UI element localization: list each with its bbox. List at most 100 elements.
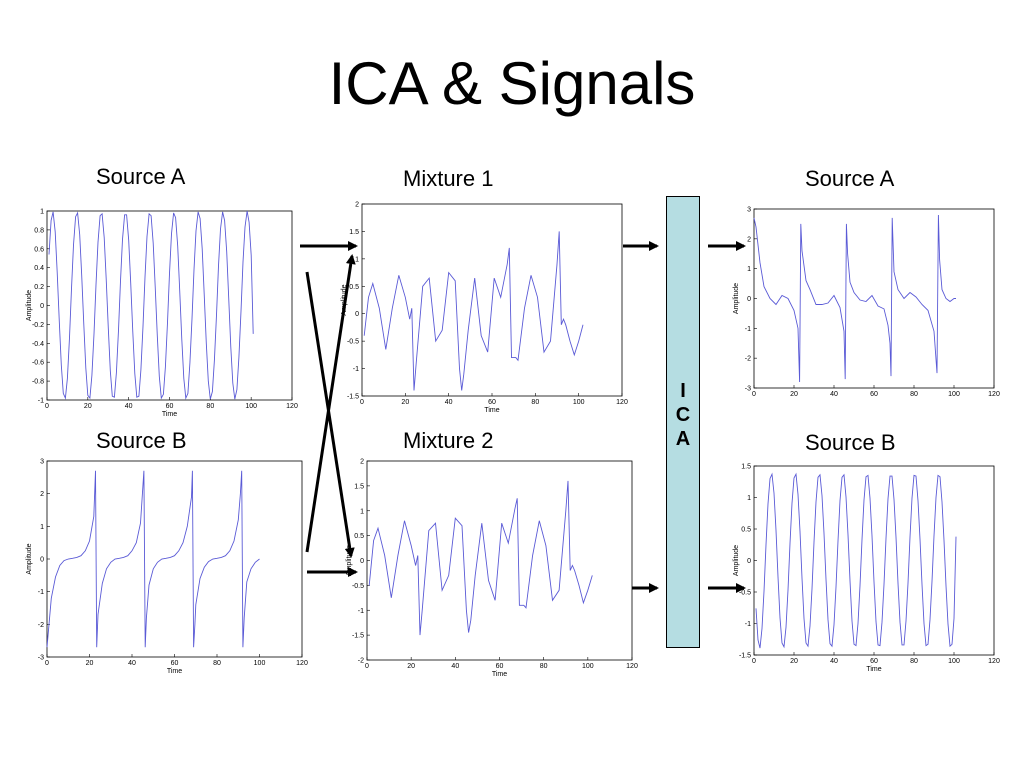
y-tick-label: 1 bbox=[747, 266, 751, 273]
y-tick-label: -1 bbox=[745, 621, 751, 628]
x-tick-label: 40 bbox=[125, 403, 133, 410]
y-axis-label: Amplitude bbox=[733, 283, 740, 314]
y-tick-label: -1 bbox=[358, 608, 364, 615]
y-tick-label: 1 bbox=[355, 256, 359, 263]
y-tick-label: -0.5 bbox=[352, 583, 364, 590]
slide-title: ICA & Signals bbox=[328, 50, 696, 117]
x-tick-label: 20 bbox=[790, 658, 798, 665]
y-tick-label: 3 bbox=[40, 459, 44, 466]
ica-box: I C A bbox=[666, 196, 700, 648]
y-tick-label: -3 bbox=[745, 386, 751, 393]
signal-line bbox=[368, 480, 593, 636]
y-tick-label: -2 bbox=[745, 356, 751, 363]
x-tick-label: 60 bbox=[166, 403, 174, 410]
y-tick-label: 0.5 bbox=[349, 284, 359, 291]
x-tick-label: 120 bbox=[286, 403, 298, 410]
x-tick-label: 40 bbox=[830, 391, 838, 398]
x-axis-label: Time bbox=[492, 671, 507, 678]
plot-frame bbox=[46, 210, 293, 401]
y-axis-label: Amplitude bbox=[341, 284, 348, 315]
x-tick-label: 60 bbox=[870, 658, 878, 665]
panel-title-source-b-output: Source B bbox=[805, 430, 896, 455]
x-tick-label: 60 bbox=[171, 660, 179, 667]
y-tick-label: -0.5 bbox=[739, 590, 751, 597]
y-tick-label: 0 bbox=[40, 303, 44, 310]
plot-frame bbox=[366, 460, 633, 661]
y-tick-label: 1.5 bbox=[349, 229, 359, 236]
signal-line bbox=[363, 231, 584, 391]
x-axis-label: Time bbox=[167, 668, 182, 675]
y-tick-label: -1 bbox=[38, 589, 44, 596]
y-tick-label: -1.5 bbox=[352, 633, 364, 640]
y-tick-label: 0 bbox=[40, 557, 44, 564]
y-tick-label: -2 bbox=[38, 622, 44, 629]
panel-title-source-a-output: Source A bbox=[805, 166, 895, 191]
x-axis-label: Time bbox=[484, 407, 499, 414]
y-tick-label: 1 bbox=[40, 209, 44, 216]
x-tick-label: 100 bbox=[948, 658, 960, 665]
y-axis-label: Amplitude bbox=[346, 545, 353, 576]
ica-letter-a: A bbox=[675, 428, 691, 450]
x-tick-label: 100 bbox=[254, 660, 266, 667]
x-tick-label: 20 bbox=[86, 660, 94, 667]
y-tick-label: 1.5 bbox=[741, 464, 751, 471]
x-tick-label: 100 bbox=[948, 391, 960, 398]
x-tick-label: 40 bbox=[451, 663, 459, 670]
y-tick-label: -1 bbox=[745, 326, 751, 333]
signal-line bbox=[755, 472, 957, 649]
y-tick-label: 0.6 bbox=[34, 246, 44, 253]
y-tick-label: 1.5 bbox=[354, 483, 364, 490]
x-tick-label: 20 bbox=[84, 403, 92, 410]
x-tick-label: 100 bbox=[582, 663, 594, 670]
x-tick-label: 20 bbox=[401, 399, 409, 406]
panel-title-source-b-input: Source B bbox=[96, 428, 187, 453]
x-tick-label: 120 bbox=[616, 399, 628, 406]
x-tick-label: 40 bbox=[830, 658, 838, 665]
x-axis-label: Time bbox=[162, 411, 177, 418]
y-tick-label: 1 bbox=[40, 524, 44, 531]
x-tick-label: 80 bbox=[213, 660, 221, 667]
y-tick-label: 0.4 bbox=[34, 265, 44, 272]
y-tick-label: -0.4 bbox=[32, 341, 44, 348]
y-tick-label: 1 bbox=[360, 508, 364, 515]
y-tick-label: 0 bbox=[747, 296, 751, 303]
x-tick-label: 60 bbox=[496, 663, 504, 670]
x-tick-label: 60 bbox=[488, 399, 496, 406]
ica-letter-c: C bbox=[675, 404, 691, 426]
x-tick-label: 40 bbox=[128, 660, 136, 667]
signal-line bbox=[753, 214, 956, 383]
y-tick-label: 3 bbox=[747, 207, 751, 214]
x-tick-label: 80 bbox=[910, 391, 918, 398]
y-tick-label: 2 bbox=[355, 202, 359, 209]
y-tick-label: 0.5 bbox=[741, 527, 751, 534]
x-tick-label: 120 bbox=[626, 663, 638, 670]
panel-title-source-a-input: Source A bbox=[96, 164, 186, 189]
x-tick-label: 80 bbox=[531, 399, 539, 406]
y-tick-label: -0.6 bbox=[32, 360, 44, 367]
panel-title-mixture-2: Mixture 2 bbox=[403, 428, 494, 453]
y-tick-label: -1 bbox=[38, 398, 44, 405]
y-tick-label: 0 bbox=[747, 558, 751, 565]
x-tick-label: 0 bbox=[360, 399, 364, 406]
panel-title-mixture-1: Mixture 1 bbox=[403, 166, 494, 191]
y-axis-label: Amplitude bbox=[26, 290, 33, 321]
x-tick-label: 0 bbox=[45, 660, 49, 667]
x-tick-label: 80 bbox=[540, 663, 548, 670]
y-axis-label: Amplitude bbox=[733, 545, 740, 576]
ica-label: I C A bbox=[667, 379, 699, 451]
x-tick-label: 80 bbox=[206, 403, 214, 410]
plot-frame bbox=[753, 465, 995, 656]
y-tick-label: 2 bbox=[747, 236, 751, 243]
y-tick-label: 0.8 bbox=[34, 227, 44, 234]
x-tick-label: 0 bbox=[45, 403, 49, 410]
y-tick-label: -0.5 bbox=[347, 339, 359, 346]
x-tick-label: 0 bbox=[752, 658, 756, 665]
y-tick-label: -1.5 bbox=[347, 394, 359, 401]
x-tick-label: 20 bbox=[407, 663, 415, 670]
x-tick-label: 100 bbox=[245, 403, 257, 410]
x-tick-label: 120 bbox=[988, 391, 1000, 398]
x-tick-label: 120 bbox=[296, 660, 308, 667]
